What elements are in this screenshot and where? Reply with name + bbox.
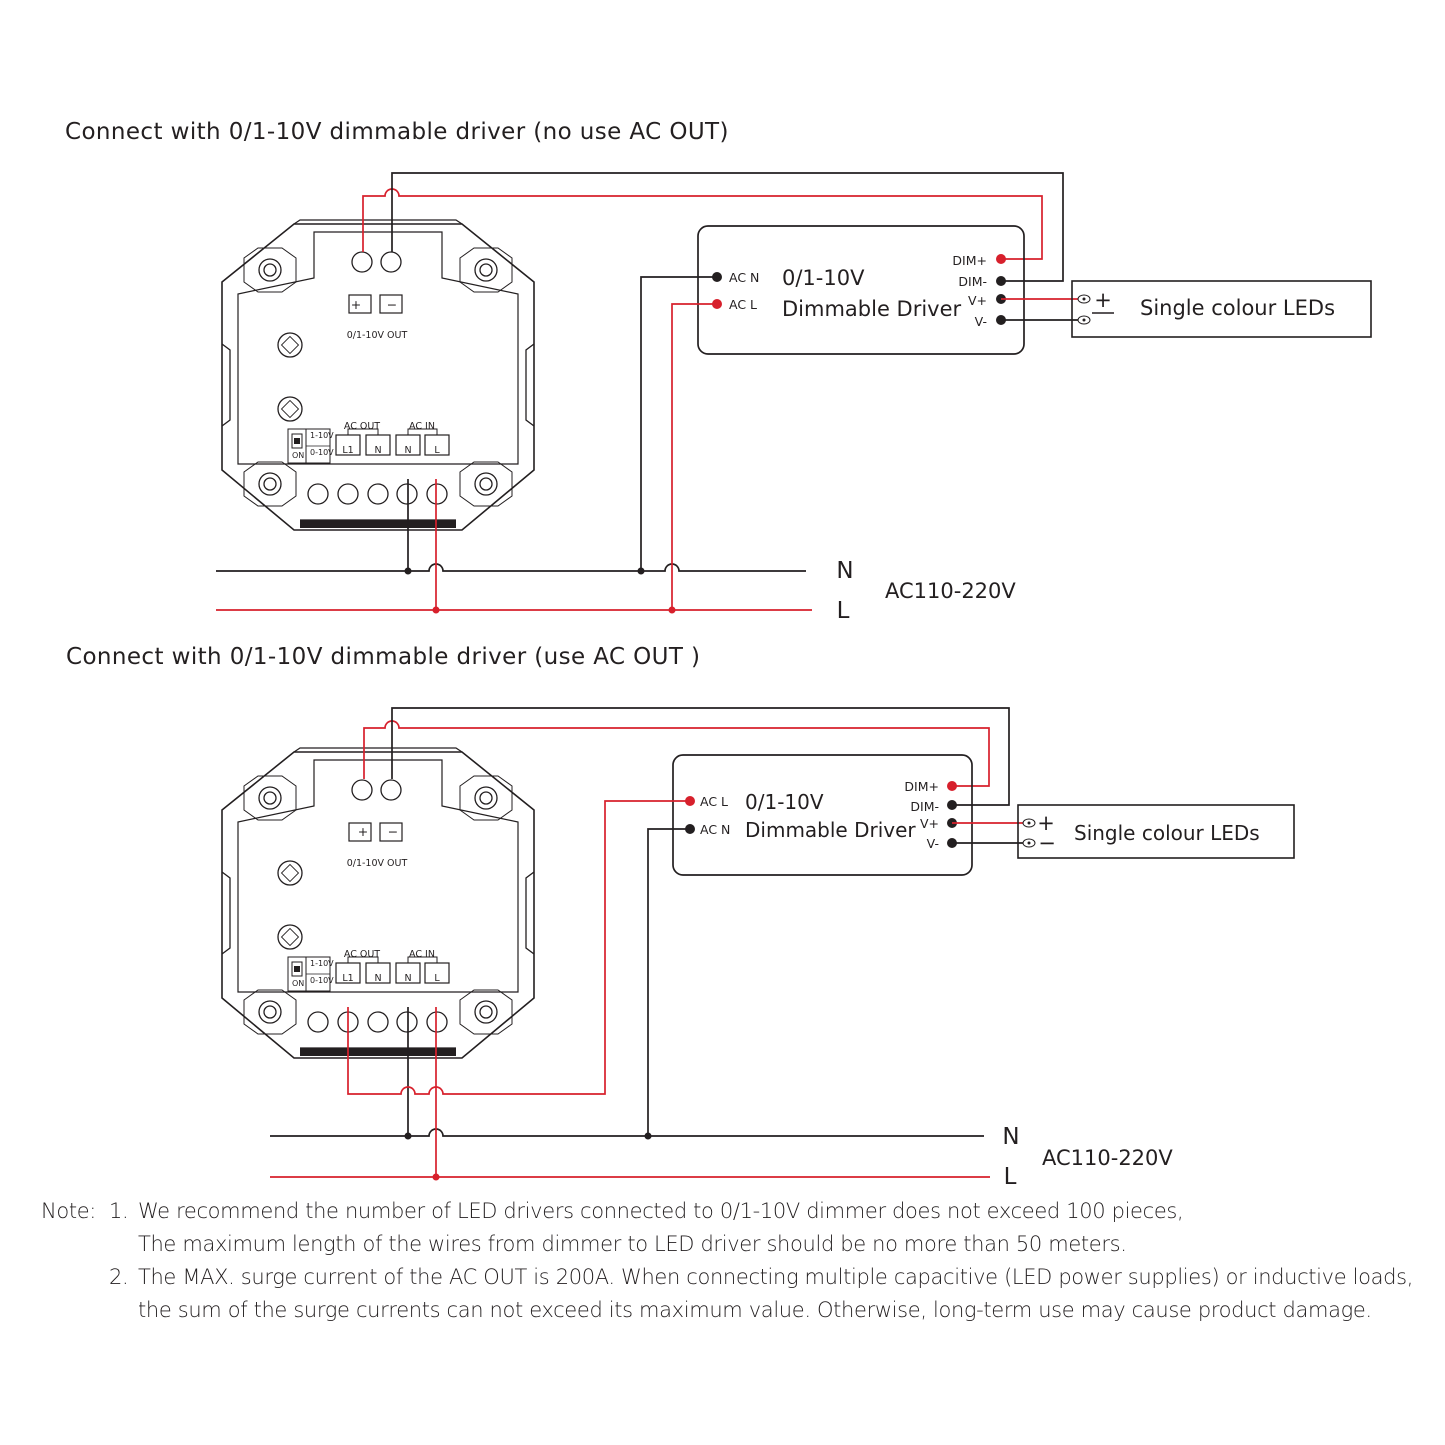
bottom-driver-dimm: DIM- bbox=[910, 799, 939, 814]
note-1-line-1: Note: 1. We recommend the number of LED … bbox=[41, 1195, 1431, 1228]
bottom-led-minus: − bbox=[1038, 831, 1056, 855]
bottom-dimmer-unit: + − 0/1-10V OUT AC OUT AC IN L1 N N L 1-… bbox=[221, 747, 535, 1059]
bottom-driver-acn: AC N bbox=[700, 822, 730, 837]
top-driver-vp: V+ bbox=[968, 293, 987, 308]
note-lead: Note: bbox=[41, 1199, 97, 1223]
top-driver-vm: V- bbox=[975, 314, 987, 329]
note-2-line-1: 2. The MAX. surge current of the AC OUT … bbox=[41, 1261, 1431, 1294]
bottom-dimmer-switch-on: ON bbox=[292, 979, 304, 988]
top-dimmer-out-label: 0/1-10V OUT bbox=[347, 330, 408, 341]
bottom-driver-dimp: DIM+ bbox=[904, 779, 939, 794]
top-supply-voltage: AC110-220V bbox=[885, 579, 1016, 603]
bottom-driver-title1: 0/1-10V bbox=[745, 790, 824, 814]
top-dimmer-switch-opt1: 1-10V bbox=[310, 431, 334, 440]
bottom-dimmer-ac-out: AC OUT bbox=[344, 949, 380, 960]
bottom-dimmer-terminal-l1: L1 bbox=[342, 973, 353, 984]
note-2-text-2: the sum of the surge currents can not ex… bbox=[138, 1298, 1372, 1322]
top-dimmer-terminal-n2: N bbox=[404, 445, 411, 456]
top-dimmer-minus: − bbox=[387, 297, 397, 312]
bottom-dimmer-terminal-l: L bbox=[434, 973, 440, 984]
bottom-dimmer-terminal-n2: N bbox=[404, 973, 411, 984]
bottom-supply-l: L bbox=[1004, 1164, 1017, 1190]
bottom-section-title: Connect with 0/1-10V dimmable driver (us… bbox=[66, 644, 700, 670]
note-2-text-1: The MAX. surge current of the AC OUT is … bbox=[138, 1265, 1414, 1289]
notes-section: Note: 1. We recommend the number of LED … bbox=[41, 1195, 1431, 1327]
bottom-driver-vp: V+ bbox=[920, 816, 939, 831]
bottom-led-plus: + bbox=[1037, 811, 1055, 835]
top-dimmer-switch-opt2: 0-10V bbox=[310, 448, 334, 457]
bottom-led-wires bbox=[952, 822, 1024, 844]
bottom-dimmer-out-label: 0/1-10V OUT bbox=[347, 858, 408, 869]
bottom-led-box: + − Single colour LEDs bbox=[1017, 804, 1295, 859]
bottom-driver: AC L AC N 0/1-10V Dimmable Driver DIM+ D… bbox=[672, 754, 973, 876]
bottom-dimmer-terminal-n1: N bbox=[374, 973, 381, 984]
top-driver-acl: AC L bbox=[729, 297, 757, 312]
top-dimmer-switch-on: ON bbox=[292, 451, 304, 460]
bottom-supply-n: N bbox=[1002, 1124, 1019, 1150]
note-2-number: 2. bbox=[109, 1265, 129, 1289]
note-1-line-2: The maximum length of the wires from dim… bbox=[41, 1228, 1431, 1261]
note-1-text-1: We recommend the number of LED drivers c… bbox=[138, 1199, 1184, 1223]
top-mains-wires bbox=[216, 276, 812, 611]
top-dimmer-terminal-l: L bbox=[434, 445, 440, 456]
top-dimmer-ac-out: AC OUT bbox=[344, 421, 380, 432]
top-control-wires bbox=[362, 172, 1064, 282]
top-dimmer-terminal-l1: L1 bbox=[342, 445, 353, 456]
note-1-text-2: The maximum length of the wires from dim… bbox=[138, 1232, 1127, 1256]
note-1-number: 1. bbox=[109, 1199, 129, 1223]
top-supply-l: L bbox=[837, 598, 850, 624]
top-driver-dimp: DIM+ bbox=[952, 253, 987, 268]
note-2-line-2: the sum of the surge currents can not ex… bbox=[41, 1294, 1431, 1327]
bottom-dimmer-switch-opt2: 0-10V bbox=[310, 976, 334, 985]
bottom-mains-wires bbox=[270, 800, 990, 1178]
bottom-control-wires bbox=[363, 707, 1010, 806]
bottom-dimmer-minus: − bbox=[388, 824, 398, 839]
top-led-wires bbox=[1001, 298, 1078, 321]
top-driver: AC N AC L 0/1-10V Dimmable Driver DIM+ D… bbox=[697, 225, 1025, 355]
bottom-dimmer-ac-in: AC IN bbox=[409, 949, 435, 960]
top-dimmer-unit: + − 0/1-10V OUT AC OUT AC IN L1 N N L 1-… bbox=[221, 219, 535, 531]
bottom-dimmer-switch-opt1: 1-10V bbox=[310, 959, 334, 968]
top-driver-dimm: DIM- bbox=[958, 274, 987, 289]
top-dimmer-terminal-n1: N bbox=[374, 445, 381, 456]
top-led-plus: + bbox=[1094, 288, 1112, 312]
top-dimmer-ac-in: AC IN bbox=[409, 421, 435, 432]
bottom-dimmer-plus: + bbox=[358, 824, 368, 839]
top-supply-n: N bbox=[836, 558, 853, 584]
wiring-diagram: Connect with 0/1-10V dimmable driver (no… bbox=[65, 119, 1372, 1190]
top-led-box: + Single colour LEDs bbox=[1071, 280, 1372, 338]
bottom-driver-acl: AC L bbox=[700, 794, 728, 809]
top-dimmer-plus: + bbox=[351, 297, 361, 312]
top-section-title: Connect with 0/1-10V dimmable driver (no… bbox=[65, 119, 729, 145]
top-driver-title2: Dimmable Driver bbox=[782, 297, 962, 321]
bottom-driver-vm: V- bbox=[927, 836, 939, 851]
top-driver-title1: 0/1-10V bbox=[782, 266, 865, 290]
top-led-label: Single colour LEDs bbox=[1140, 296, 1335, 320]
bottom-led-label: Single colour LEDs bbox=[1074, 821, 1260, 845]
top-driver-acn: AC N bbox=[729, 270, 759, 285]
bottom-supply-voltage: AC110-220V bbox=[1042, 1146, 1173, 1170]
bottom-driver-title2: Dimmable Driver bbox=[745, 818, 916, 842]
